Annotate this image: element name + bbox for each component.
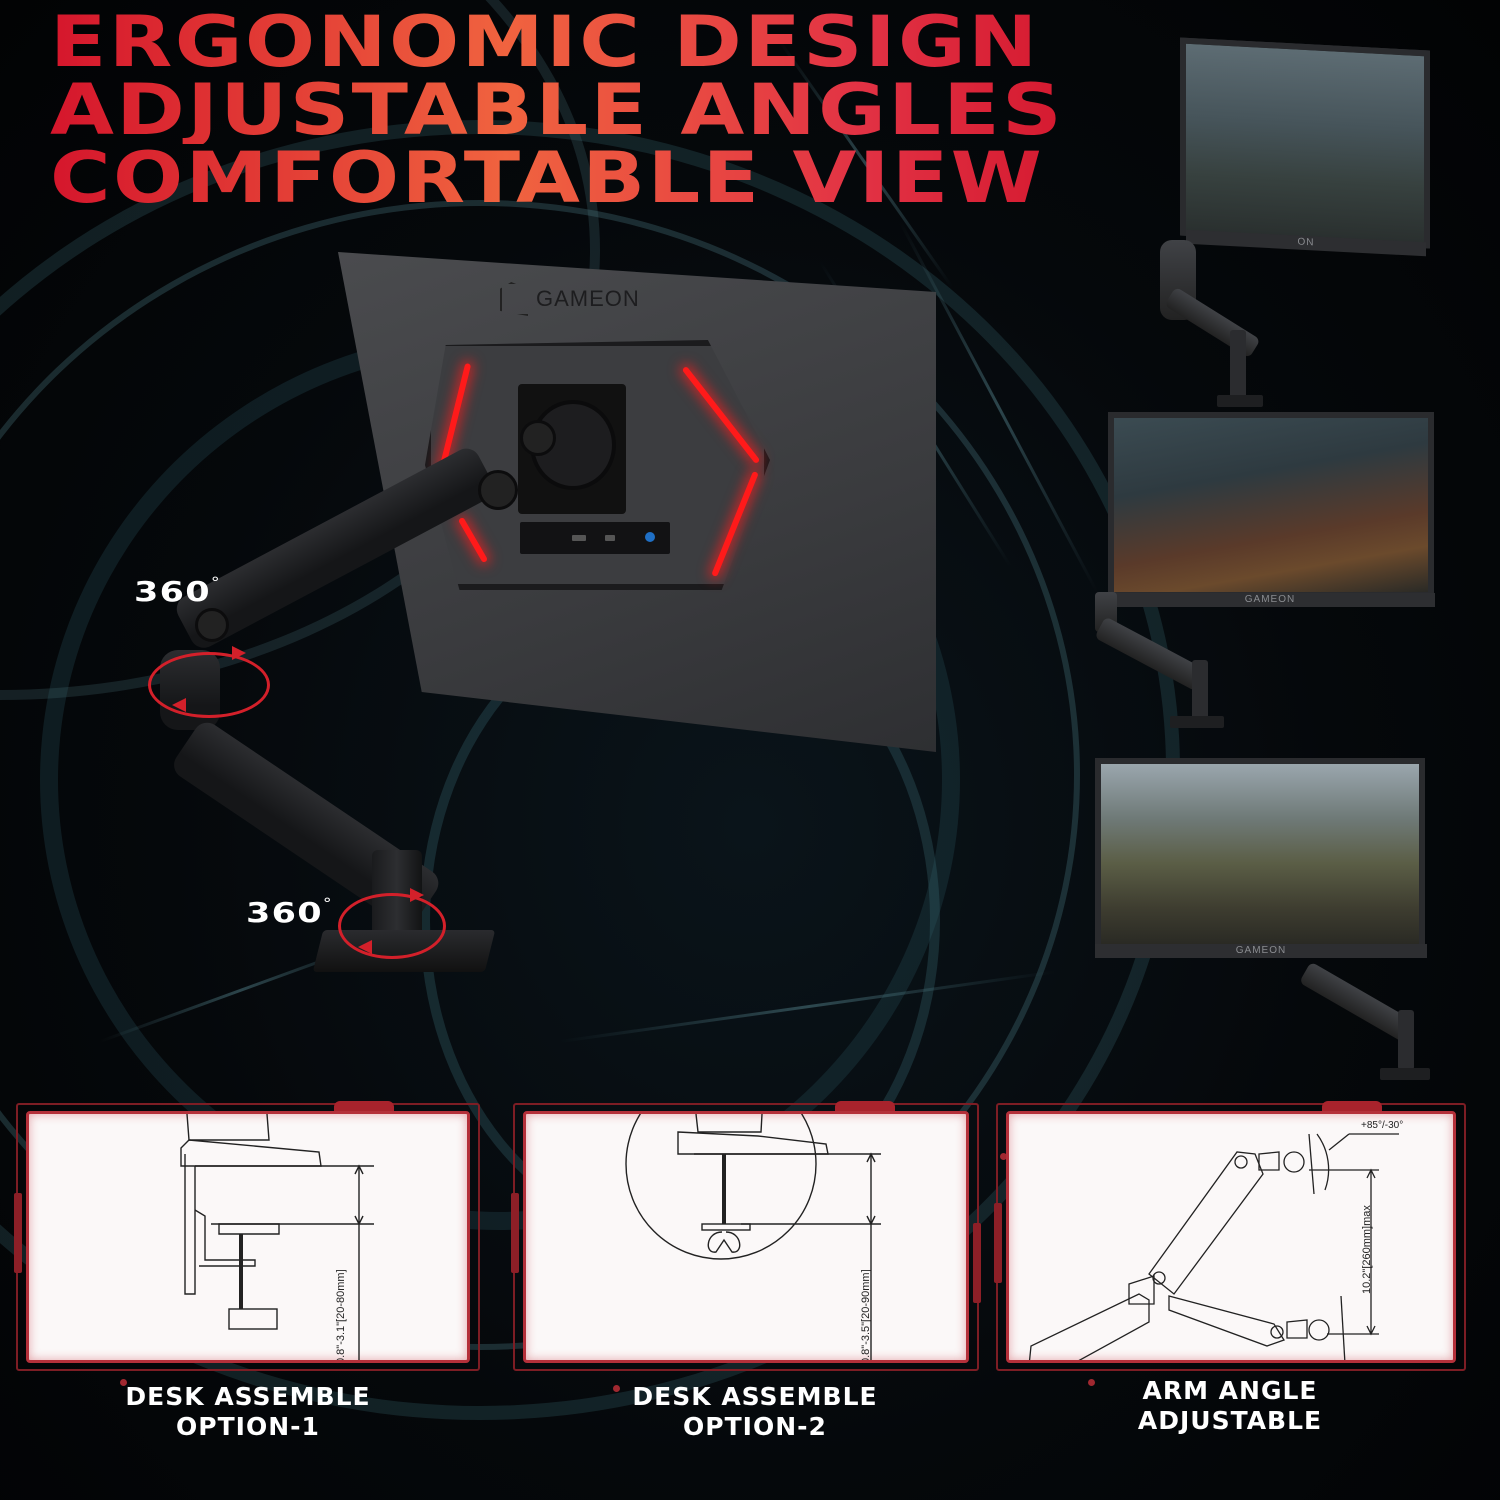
tilt-range-label: +85°/-30°: [1361, 1120, 1404, 1131]
thumbnail-pole: [1192, 660, 1208, 720]
elbow-joint: [195, 608, 229, 642]
card-tab: [334, 1101, 394, 1111]
rotation-label-upper: 360°: [134, 575, 221, 608]
c-clamp-diagram: [180, 1114, 374, 1360]
card-tab: [835, 1101, 895, 1111]
headline: ERGONOMIC DESIGN ADJUSTABLE ANGLES COMFO…: [50, 7, 1062, 213]
thumbnail-pole: [1398, 1010, 1414, 1070]
caption-arm-angle: ARM ANGLE ADJUSTABLE: [1000, 1376, 1460, 1436]
caption-line-1: DESK ASSEMBLE: [632, 1382, 878, 1411]
card-drawing-area: +85°/-30° 10.2"[260mm]max: [1006, 1111, 1456, 1363]
degree-symbol: °: [322, 896, 333, 912]
card-drawing-area: 0.8"-3.5"[20-90mm]: [523, 1111, 969, 1363]
rotation-ring-lower: [338, 893, 446, 959]
rotation-arrow-icon: [232, 646, 246, 660]
thumbnail-bezel: GAMEON: [1105, 593, 1435, 607]
grommet-range-dimension: 0.8"-3.5"[20-90mm]: [860, 1269, 872, 1363]
brand-name: GAMEON: [536, 286, 640, 311]
card-dot: [613, 1385, 620, 1392]
gameon-logo-icon: [500, 282, 528, 316]
card-side-accent: [973, 1223, 981, 1303]
card-dot: [120, 1379, 127, 1386]
card-tab: [1322, 1101, 1382, 1111]
rotation-ring-upper: [148, 652, 270, 718]
caption-option-2: DESK ASSEMBLE OPTION-2: [520, 1382, 990, 1442]
caption-line-2: OPTION-2: [683, 1412, 827, 1441]
audio-jack-icon: [645, 532, 655, 542]
caption-line-2: OPTION-1: [176, 1412, 320, 1441]
caption-line-1: ARM ANGLE: [1142, 1376, 1318, 1405]
card-drawing-area: 0.8"-3.1"[20-80mm]: [26, 1111, 470, 1363]
arm-range-diagram: [1028, 1133, 1399, 1360]
caption-line-2: ADJUSTABLE: [1137, 1406, 1323, 1435]
arm-joint: [478, 470, 518, 510]
thumbnail-base: [1217, 395, 1263, 407]
tilt-joint: [520, 420, 556, 456]
caption-line-1: DESK ASSEMBLE: [125, 1382, 371, 1411]
rotation-arrow-icon: [172, 698, 186, 712]
thumbnail-bezel: GAMEON: [1095, 944, 1427, 958]
headline-line-1: ERGONOMIC DESIGN: [50, 7, 1064, 77]
brand-logo: GAMEON: [500, 282, 640, 316]
card-side-accent: [994, 1203, 1002, 1283]
rotation-value: 360: [134, 575, 211, 608]
card-dot: [1088, 1379, 1095, 1386]
thumbnail-screen: [1108, 412, 1434, 598]
rotation-label-lower: 360°: [246, 896, 333, 929]
game-scene-monster-cliff: [1101, 764, 1419, 944]
rotation-value: 360: [246, 896, 323, 929]
rotation-arrow-icon: [410, 888, 424, 902]
headline-line-2: ADJUSTABLE ANGLES: [50, 69, 1064, 151]
thumbnail-pole: [1230, 330, 1246, 400]
usb-port-icon: [572, 535, 586, 541]
game-scene-knight-ruins: [1114, 418, 1428, 592]
grommet-diagram: [625, 1114, 881, 1360]
headline-line-3: COMFORTABLE VIEW: [50, 143, 1064, 213]
diagram-card-option-2: 0.8"-3.5"[20-90mm]: [511, 1101, 981, 1392]
thumbnail-screen: [1095, 758, 1425, 950]
thumbnail-screen: [1180, 37, 1430, 249]
game-scene-dragon-castle: [1186, 43, 1424, 243]
usb-c-port-icon: [605, 535, 615, 541]
diagram-card-option-1: 0.8"-3.1"[20-80mm]: [14, 1101, 480, 1386]
caption-option-1: DESK ASSEMBLE OPTION-1: [16, 1382, 480, 1442]
height-range-dimension: 10.2"[260mm]max: [1361, 1205, 1373, 1294]
rotation-arrow-icon: [358, 940, 372, 954]
thumbnail-base: [1380, 1068, 1430, 1080]
diagram-card-arm-angle: +85°/-30° 10.2"[260mm]max: [994, 1101, 1466, 1386]
degree-symbol: °: [210, 575, 221, 591]
thumbnail-base: [1170, 716, 1224, 728]
card-side-accent: [14, 1193, 22, 1273]
clamp-range-dimension: 0.8"-3.1"[20-80mm]: [335, 1269, 347, 1363]
card-dot: [1000, 1153, 1007, 1160]
card-side-accent: [511, 1193, 519, 1273]
